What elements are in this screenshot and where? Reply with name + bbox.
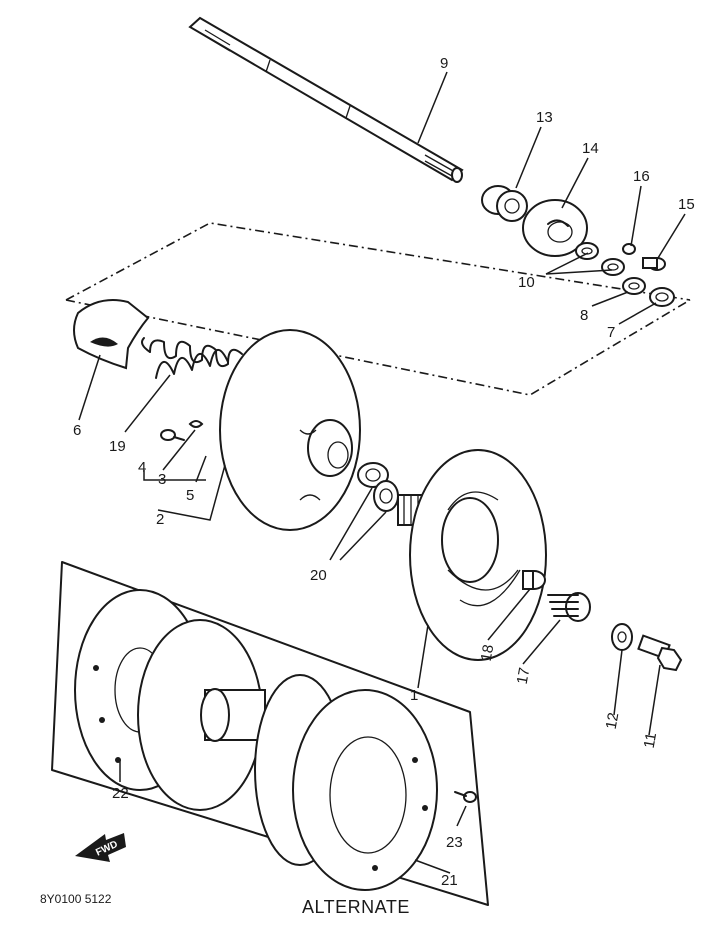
callout-8: 8 bbox=[580, 307, 588, 324]
bearing-part-13 bbox=[481, 185, 528, 222]
callout-12: 12 bbox=[603, 711, 623, 730]
washer-part-7 bbox=[649, 287, 675, 307]
collar-part-20b bbox=[373, 480, 399, 512]
nut-part-16 bbox=[622, 243, 636, 255]
callout-20: 20 bbox=[310, 567, 327, 584]
screw-part-23 bbox=[454, 791, 477, 803]
washer-part-8 bbox=[622, 277, 646, 295]
callout-1: 1 bbox=[410, 687, 418, 704]
collar-part-20a bbox=[357, 462, 389, 488]
washer-part-12 bbox=[611, 623, 633, 651]
callout-23: 23 bbox=[446, 834, 463, 851]
callout-21: 21 bbox=[441, 872, 458, 889]
upper-group-outline bbox=[65, 222, 691, 396]
sliding-sheave-part-1 bbox=[397, 449, 547, 661]
callout-2: 2 bbox=[156, 511, 164, 528]
callout-labels: 9 13 14 16 15 10 8 7 6 19 4 3 5 2 20 1 1… bbox=[73, 55, 695, 889]
callout-10: 10 bbox=[518, 274, 535, 291]
movable-sheave bbox=[219, 329, 361, 531]
slider-part-18 bbox=[522, 570, 546, 590]
callout-15: 15 bbox=[678, 196, 695, 213]
callout-13: 13 bbox=[536, 109, 553, 126]
callout-3: 3 bbox=[158, 471, 166, 488]
leader-lines bbox=[78, 71, 686, 874]
bolt-part-11 bbox=[637, 634, 683, 672]
weight-part-3 bbox=[188, 420, 204, 428]
disc-part-21 bbox=[254, 674, 438, 891]
callout-18: 18 bbox=[478, 643, 498, 662]
callout-9: 9 bbox=[440, 55, 448, 72]
hub-center bbox=[137, 619, 266, 811]
callout-19: 19 bbox=[109, 438, 126, 455]
callout-5: 5 bbox=[186, 487, 194, 504]
shaft-part-9 bbox=[188, 16, 464, 183]
bolt-part-15 bbox=[642, 257, 666, 271]
callout-4: 4 bbox=[138, 459, 146, 476]
washer-part-10b bbox=[601, 258, 625, 276]
diagram-code: 8Y0100 5122 bbox=[40, 892, 112, 906]
alternate-label: ALTERNATE bbox=[302, 897, 410, 917]
callout-16: 16 bbox=[633, 168, 650, 185]
callout-11: 11 bbox=[641, 731, 660, 749]
cam-plate-part-14 bbox=[522, 199, 588, 257]
callout-17: 17 bbox=[514, 666, 534, 685]
spring-part-17 bbox=[547, 592, 591, 622]
callout-14: 14 bbox=[582, 140, 599, 157]
callout-7: 7 bbox=[607, 324, 615, 341]
spring-seat-part-6 bbox=[73, 299, 150, 370]
callout-6: 6 bbox=[73, 422, 81, 439]
callout-22: 22 bbox=[112, 785, 129, 802]
spring-part-19 bbox=[141, 337, 243, 379]
screw-part-4 bbox=[160, 429, 185, 441]
forward-arrow-icon: FWD bbox=[75, 833, 126, 862]
alternate-group-box bbox=[51, 561, 489, 906]
